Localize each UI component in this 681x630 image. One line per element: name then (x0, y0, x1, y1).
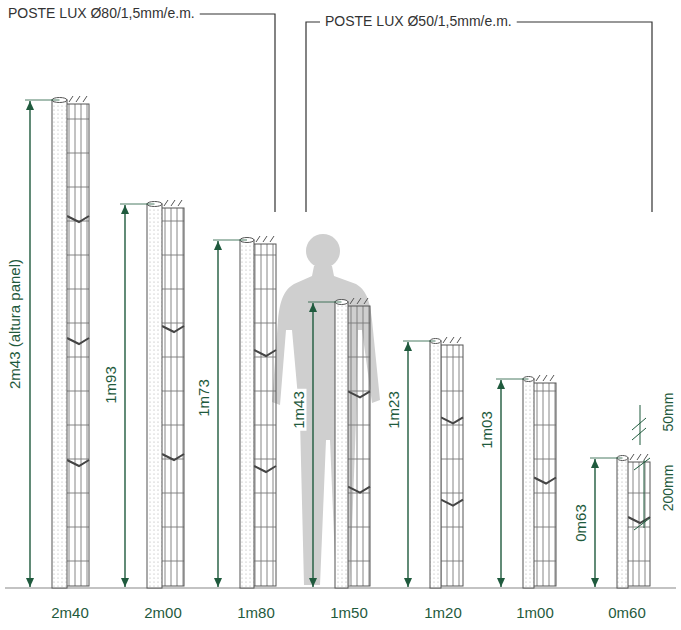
dimension-arrow (407, 342, 408, 587)
dimension-arrow (312, 303, 313, 587)
fence-height: 0m60 (608, 604, 646, 621)
spacing-dimension (632, 405, 650, 530)
spacing-dimension: 50mm (660, 391, 677, 434)
spacing-dimension: 200mm (660, 463, 677, 514)
person-silhouette (272, 234, 380, 585)
fence-post (147, 200, 184, 588)
height-dimension: 1m43 (290, 389, 307, 431)
fence-post (430, 337, 463, 588)
fence-post (240, 236, 276, 588)
height-dimension: 2m43 (altura panel) (6, 257, 23, 391)
dimension-arrow (29, 101, 30, 587)
bracket-lines (200, 14, 652, 212)
height-dimension: 1m23 (385, 389, 402, 431)
height-dimension: 1m03 (478, 409, 495, 451)
fence-height: 2m40 (51, 604, 89, 621)
fence-post (617, 454, 650, 588)
fence-height: 1m20 (424, 604, 462, 621)
dimension-arrow (594, 459, 595, 587)
height-dimension: 0m63 (572, 502, 589, 544)
fence-height: 2m00 (144, 604, 182, 621)
fence-post (52, 96, 89, 588)
dimension-arrow (217, 241, 218, 587)
height-dimension: 1m93 (102, 364, 119, 406)
post-label: POSTE LUX Ø80/1,5mm/e.m. (5, 5, 198, 22)
height-dimension: 1m73 (195, 377, 212, 419)
fence-height: 1m50 (330, 604, 368, 621)
fence-height: 1m80 (237, 604, 275, 621)
dimension-arrow (124, 205, 125, 587)
fence-height: 1m00 (516, 604, 554, 621)
fence-post (335, 298, 370, 588)
dimension-arrow (500, 380, 501, 587)
fence-post (523, 375, 556, 588)
post-label: POSTE LUX Ø50/1,5mm/e.m. (322, 13, 515, 30)
